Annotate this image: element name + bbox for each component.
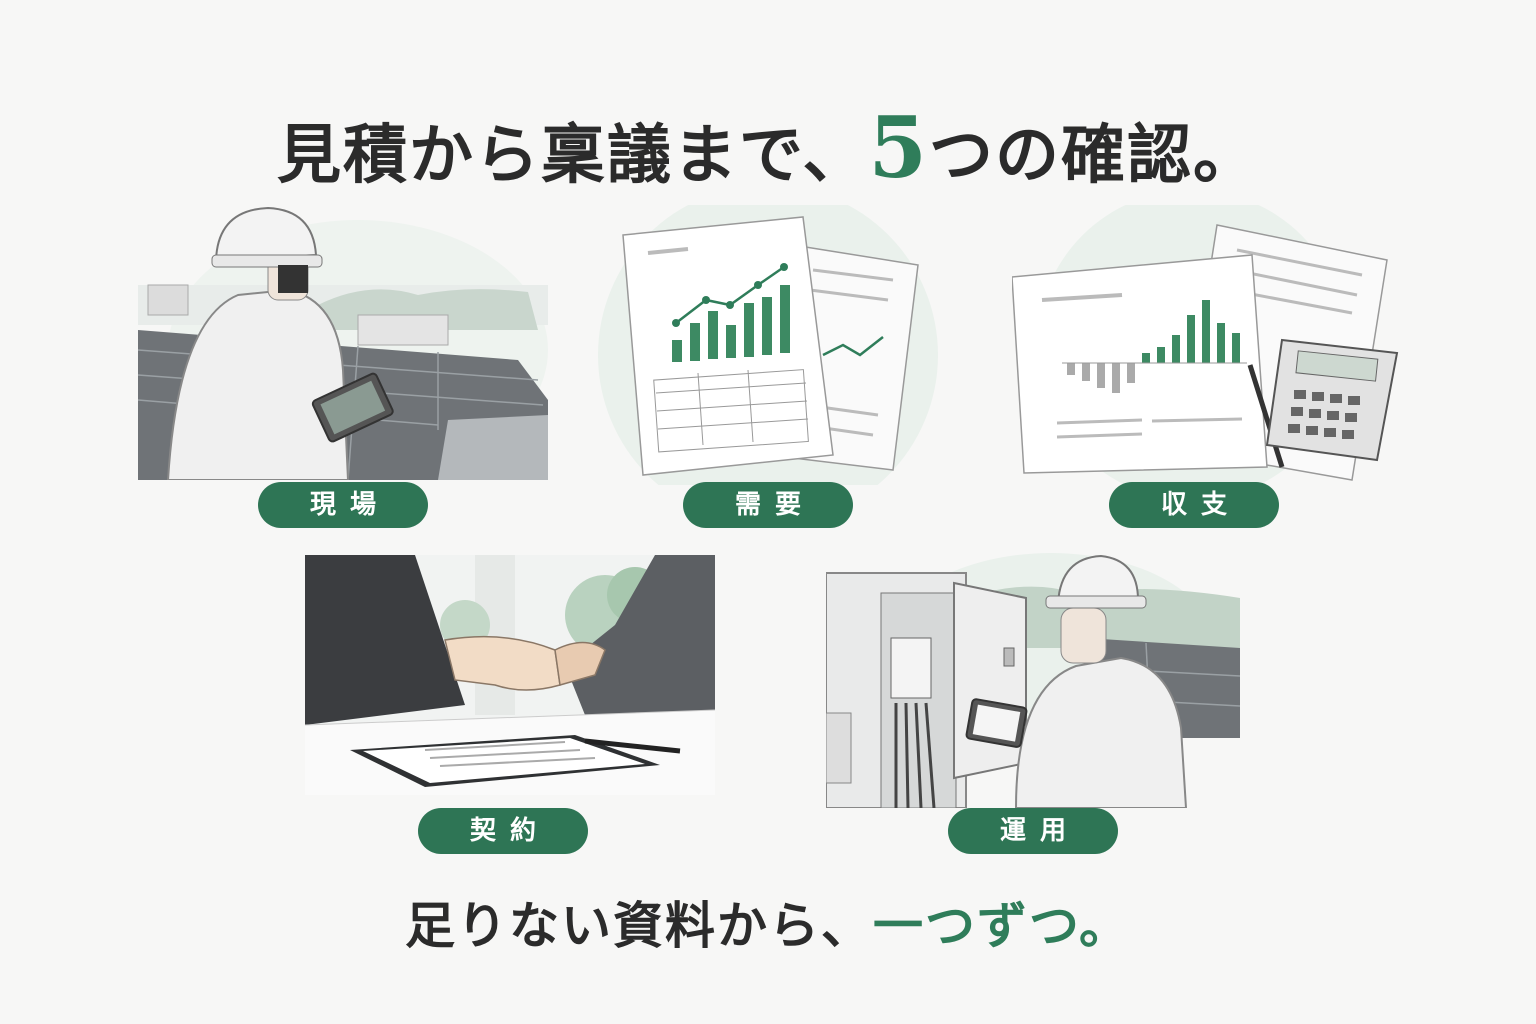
step-label-contract: 契約 (418, 808, 588, 854)
step-card-operation: 運用 (826, 548, 1240, 854)
footer-message: 足りない資料から、一つずつ。 (0, 896, 1536, 956)
step-label-financials: 収支 (1109, 482, 1279, 528)
headline-part1: 見積から稟議まで、 (277, 118, 869, 193)
headline: 見積から稟議まで、5つの確認。 (0, 98, 1536, 199)
step-label-site: 現場 (258, 482, 428, 528)
step-card-demand: 需要 (598, 205, 938, 528)
operation-inspection-illustration (826, 553, 1240, 808)
step-card-contract: 契約 (305, 555, 715, 854)
financials-calculator-illustration (1012, 205, 1399, 485)
headline-part2: つの確認。 (928, 118, 1259, 193)
step-label-operation: 運用 (948, 808, 1118, 854)
step-card-financials: 収支 (1012, 205, 1402, 528)
step-label-demand: 需要 (683, 482, 853, 528)
footer-part1: 足りない資料から、 (405, 896, 873, 955)
site-inspection-illustration (138, 206, 548, 480)
contract-handshake-illustration (305, 555, 715, 795)
headline-number: 5 (868, 98, 929, 197)
demand-report-illustration (598, 205, 938, 485)
step-card-site: 現場 (138, 200, 548, 528)
footer-accent: 一つずつ。 (873, 896, 1131, 955)
